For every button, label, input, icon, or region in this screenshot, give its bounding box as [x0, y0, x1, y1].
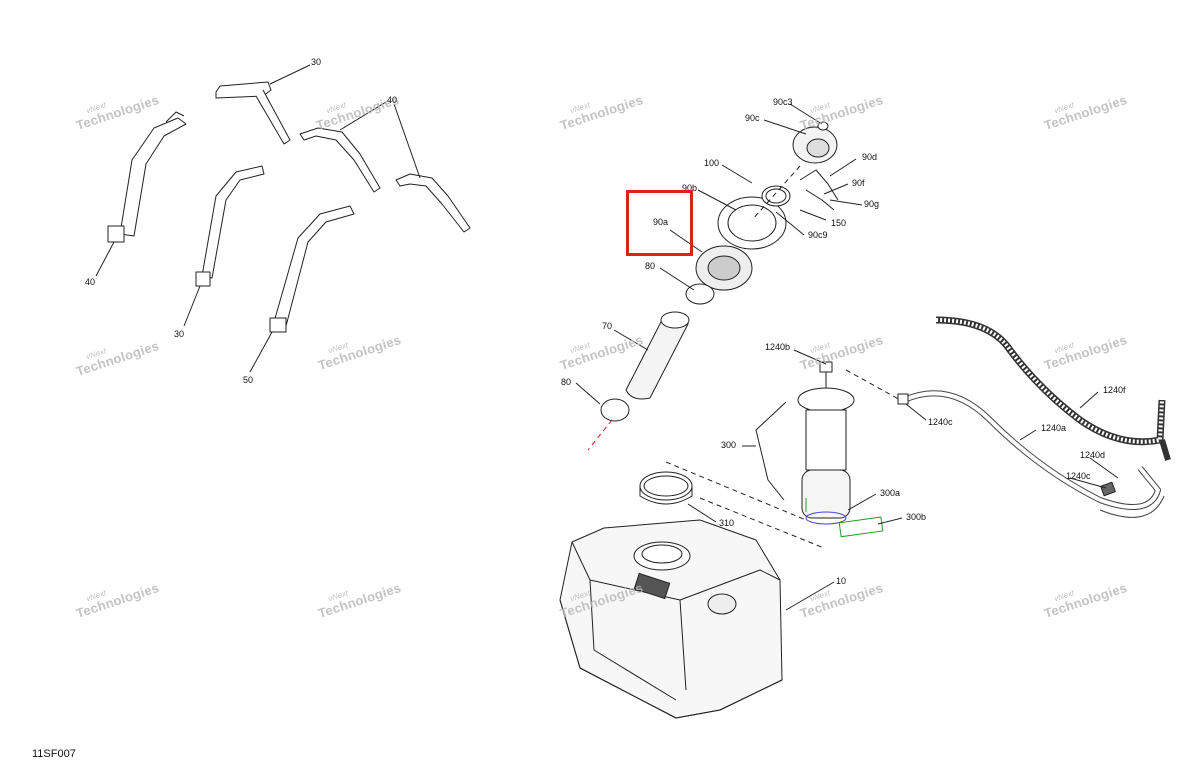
- callout-1240c[interactable]: 1240c: [1066, 471, 1091, 481]
- callout-90c3[interactable]: 90c3: [773, 97, 793, 107]
- callout-90a[interactable]: 90a: [653, 217, 669, 227]
- callout-150[interactable]: 150: [831, 218, 847, 228]
- callout-90c9[interactable]: 90c9: [808, 230, 828, 240]
- callout-300a[interactable]: 300a: [880, 488, 901, 498]
- strap-50: [269, 205, 355, 333]
- callout-80[interactable]: 80: [561, 377, 572, 387]
- ring-310: [639, 471, 693, 505]
- callout-90c[interactable]: 90c: [745, 113, 760, 123]
- vent-hose-1240f: [935, 316, 1171, 461]
- cap-90c: [792, 121, 838, 164]
- callout-90b[interactable]: 90b: [682, 183, 698, 193]
- callout-1240b[interactable]: 1240b: [765, 342, 791, 352]
- callout-310[interactable]: 310: [719, 518, 735, 528]
- fuel-hose-1240a: [902, 390, 1165, 518]
- clamp-80-bottom: [600, 398, 630, 422]
- callout-70[interactable]: 70: [602, 321, 613, 331]
- callout-40[interactable]: 40: [387, 95, 398, 105]
- callout-100[interactable]: 100: [704, 158, 720, 168]
- callout-80[interactable]: 80: [645, 261, 656, 271]
- connector-1240c: [897, 393, 1116, 497]
- filler-hose-70: [625, 311, 690, 400]
- callout-10[interactable]: 10: [836, 576, 847, 586]
- callout-1240c[interactable]: 1240c: [928, 417, 953, 427]
- callout-90d[interactable]: 90d: [862, 152, 878, 162]
- diagram-code: 11SF007: [32, 748, 76, 760]
- callout-30[interactable]: 30: [311, 57, 322, 67]
- flange-90a: [695, 245, 753, 291]
- strap-40-left: [107, 111, 187, 243]
- highlight-box: [626, 190, 693, 256]
- strap-30-mid: [195, 165, 265, 287]
- strap-40-mid: [299, 127, 381, 193]
- seal-150: [761, 185, 791, 207]
- callout-90g[interactable]: 90g: [864, 199, 880, 209]
- callout-300[interactable]: 300: [721, 440, 737, 450]
- callout-50[interactable]: 50: [243, 375, 254, 385]
- strap-30-top: [215, 81, 291, 145]
- callout-30[interactable]: 30: [174, 329, 185, 339]
- fuel-pump-300: [797, 361, 855, 525]
- callout-1240a[interactable]: 1240a: [1041, 423, 1067, 433]
- filter-300b: [838, 516, 884, 538]
- callout-90f[interactable]: 90f: [852, 178, 865, 188]
- callout-40[interactable]: 40: [85, 277, 96, 287]
- callout-1240d[interactable]: 1240d: [1080, 450, 1106, 460]
- callout-1240f[interactable]: 1240f: [1103, 385, 1126, 395]
- fuel-tank-10: [559, 519, 783, 719]
- callout-300b[interactable]: 300b: [906, 512, 927, 522]
- strap-40-right: [395, 173, 471, 233]
